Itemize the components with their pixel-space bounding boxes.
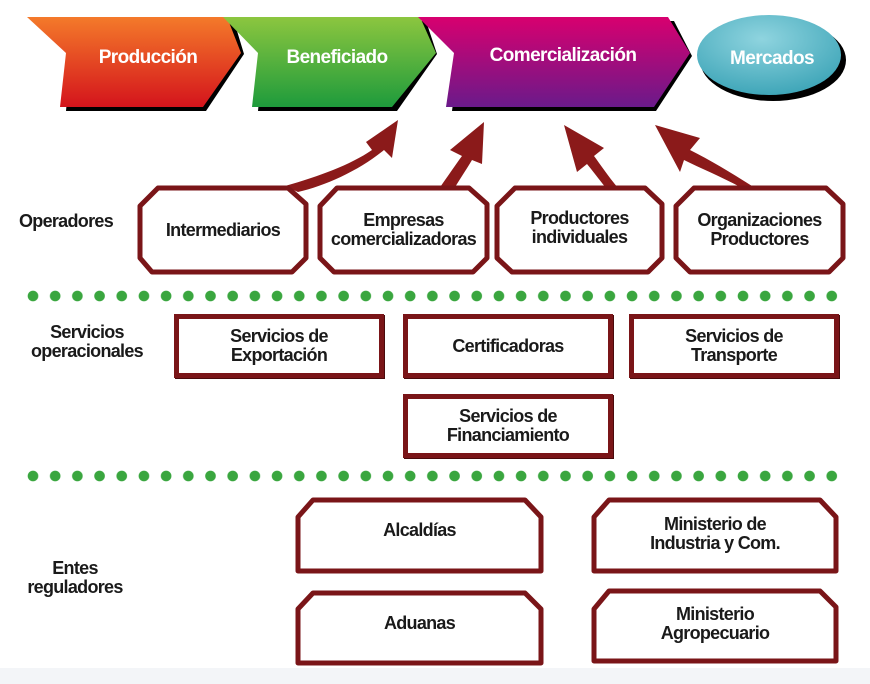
- section-label-servicios: Servicios operacionales: [22, 323, 152, 361]
- node-text-line: Financiamiento: [446, 425, 570, 445]
- node-text-line: comercializadoras: [330, 229, 477, 249]
- regulator-ministerio-agropecuario: Ministerio Agropecuario: [597, 594, 833, 654]
- operator-intermediarios: Intermediarios: [143, 191, 303, 269]
- node-text-line: Productores: [530, 208, 629, 228]
- regulator-ministerio-industria: Ministerio de Industria y Com.: [597, 503, 833, 565]
- mercados-ellipse: [697, 15, 841, 95]
- section-label-line: reguladores: [27, 577, 123, 597]
- node-text-line: Ministerio: [675, 604, 755, 624]
- section-label-line: operacionales: [31, 341, 144, 361]
- node-text-line: individuales: [531, 227, 628, 247]
- arrow-intermediarios-icon: [285, 120, 398, 192]
- service-transporte: Servicios de Transporte: [629, 314, 839, 378]
- node-text-line: Aduanas: [383, 612, 456, 633]
- node-text-line: Exportación: [230, 345, 328, 365]
- node-text-line: Intermediarios: [165, 219, 281, 240]
- node-text-line: Ministerio de: [664, 514, 767, 534]
- regulator-box-outlines: [295, 497, 839, 666]
- service-exportacion: Servicios de Exportación: [174, 314, 384, 378]
- node-text-line: Organizaciones: [697, 210, 822, 230]
- node-text-line: Agropecuario: [660, 623, 770, 643]
- operator-arrows: [285, 120, 752, 192]
- operator-productores-individuales: Productores individuales: [500, 191, 659, 265]
- operator-box-outlines: [137, 185, 846, 275]
- section-label-operadores: Operadores: [14, 212, 118, 231]
- arrow-empresas-icon: [438, 122, 484, 192]
- section-label-line: Servicios: [50, 322, 124, 342]
- service-certificadoras: Certificadoras: [403, 314, 613, 378]
- stage-beneficiado-chevron: [223, 17, 436, 107]
- operator-organizaciones-productores: Organizaciones Productores: [679, 193, 840, 267]
- node-text-line: Servicios de: [459, 406, 557, 426]
- node-text-line: Productores: [710, 229, 809, 249]
- node-text-line: Certificadoras: [452, 335, 564, 356]
- section-label-entes: Entes reguladores: [20, 559, 130, 597]
- stage-comercializacion-chevron: [418, 17, 690, 107]
- node-text-line: Empresas: [363, 210, 444, 230]
- node-text-line: Alcaldías: [383, 519, 456, 540]
- node-text-line: Servicios de: [685, 326, 783, 346]
- node-text-line: Transporte: [690, 345, 778, 365]
- footer-band: [0, 668, 870, 684]
- regulator-alcaldias: Alcaldías: [301, 505, 538, 555]
- stage-produccion-chevron: [27, 17, 241, 107]
- separator-dots-2: [27, 470, 845, 482]
- stage-label-produccion: Producción: [99, 47, 198, 68]
- section-label-text: Operadores: [18, 211, 114, 231]
- arrow-organizaciones-icon: [655, 125, 752, 188]
- node-text-line: Industria y Com.: [650, 533, 781, 553]
- service-financiamiento: Servicios de Financiamiento: [403, 394, 613, 458]
- section-label-line: Entes: [52, 558, 98, 578]
- regulator-aduanas: Aduanas: [301, 596, 538, 650]
- separator-dots-1: [27, 290, 845, 302]
- operator-empresas-comercializadoras: Empresas comercializadoras: [323, 191, 484, 269]
- arrow-productores-icon: [564, 125, 618, 188]
- node-text-line: Servicios de: [230, 326, 328, 346]
- stage-label-comercializacion: Comercialización: [490, 45, 637, 66]
- mercados-label: Mercados: [730, 48, 814, 69]
- stage-label-beneficiado: Beneficiado: [286, 47, 387, 68]
